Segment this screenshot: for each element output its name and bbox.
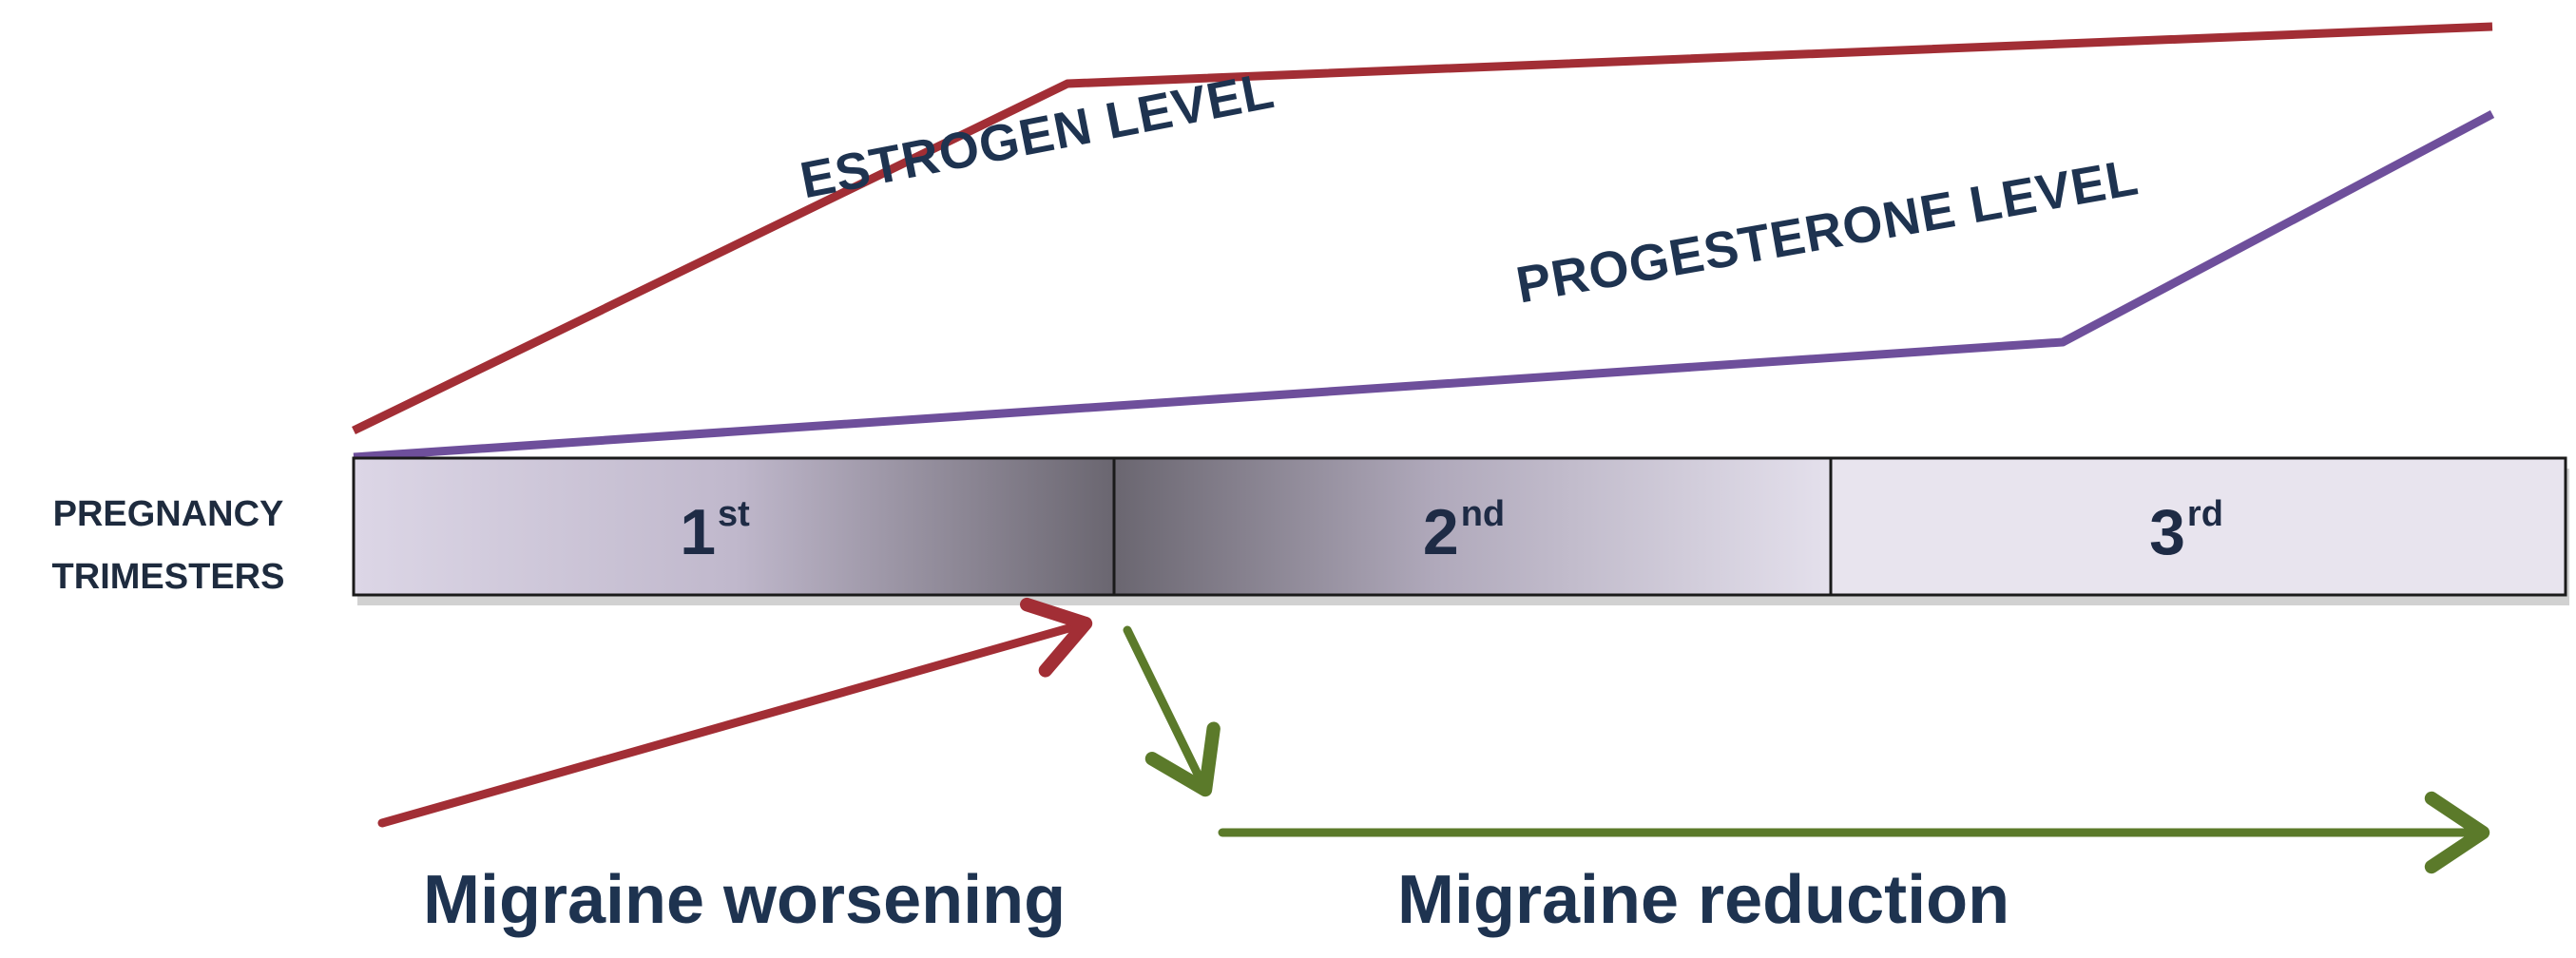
trimester-2-segment — [1114, 458, 1831, 595]
migraine-worsening-label: Migraine worsening — [423, 862, 1067, 938]
trimester-ordinal-suffix: nd — [1460, 494, 1506, 534]
estrogen-level-line — [352, 22, 2493, 435]
pregnancy-trimesters-label: PREGNANCY TRIMESTERS — [2, 483, 335, 608]
trimester-1-label: 1st — [680, 494, 750, 569]
trimester-1-segment — [354, 458, 1114, 595]
migraine-worsening-arrow — [377, 597, 1093, 828]
migraine-reduction-label: Migraine reduction — [1397, 862, 2010, 938]
axis-label-line-2: TRIMESTERS — [51, 557, 285, 597]
trimester-number: 3 — [2149, 496, 2185, 568]
trimester-3-segment — [1831, 458, 2566, 595]
progesterone-level-line — [353, 110, 2495, 462]
trimester-2-label: 2nd — [1423, 494, 1505, 569]
migraine-drop-arrow — [1123, 625, 1221, 797]
axis-label-line-1: PREGNANCY — [52, 494, 284, 534]
trimester-number: 1 — [680, 496, 717, 568]
trimester-ordinal-suffix: st — [718, 494, 750, 534]
trimester-bar — [352, 456, 2569, 605]
trimester-3-label: 3rd — [2149, 494, 2223, 569]
trimester-number: 2 — [1422, 496, 1459, 568]
trimester-ordinal-suffix: rd — [2186, 494, 2223, 534]
